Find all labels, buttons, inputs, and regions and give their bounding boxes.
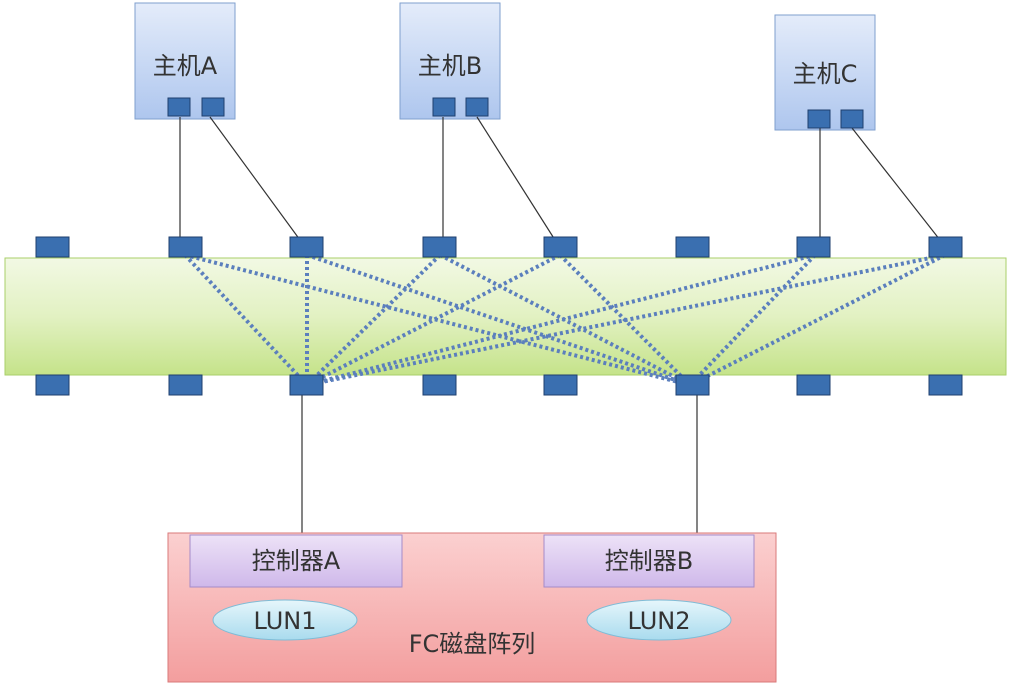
port-icon <box>465 97 489 117</box>
port-icon <box>35 374 70 396</box>
port-icon <box>289 236 324 258</box>
lun1-label: LUN1 <box>254 607 317 635</box>
controller-a-box <box>189 534 403 588</box>
fc-switch-fabric <box>4 257 1007 376</box>
dotted-link <box>688 253 817 387</box>
dotted-link <box>306 253 946 387</box>
host-b-label: 主机B <box>418 52 482 80</box>
port-icon <box>840 109 864 129</box>
link-host-c-2 <box>851 127 941 241</box>
port-icon <box>168 374 203 396</box>
host-a-label: 主机A <box>153 52 218 80</box>
port-icon <box>168 236 203 258</box>
switch-bottom-ports <box>35 374 963 396</box>
controller-b-label: 控制器B <box>605 547 693 575</box>
controller-links <box>301 395 698 535</box>
controller-b-box <box>543 534 755 588</box>
host-links <box>179 116 941 241</box>
port-icon <box>928 236 963 258</box>
host-ports <box>167 97 864 129</box>
port-icon <box>422 236 457 258</box>
lun1-ellipse <box>212 599 358 641</box>
port-icon <box>928 374 963 396</box>
link-host-a-2 <box>209 116 301 241</box>
port-icon <box>796 374 831 396</box>
fc-disk-array: 控制器A 控制器B LUN1 LUN2 FC磁盘阵列 <box>167 532 777 683</box>
port-icon <box>675 236 710 258</box>
lun2-label: LUN2 <box>628 607 691 635</box>
port-icon <box>543 374 578 396</box>
port-icon <box>432 97 456 117</box>
dotted-link <box>306 253 691 387</box>
port-icon <box>675 374 710 396</box>
port-icon <box>543 236 578 258</box>
port-icon <box>422 374 457 396</box>
port-icon <box>796 236 831 258</box>
port-icon <box>167 97 191 117</box>
dotted-link <box>305 253 442 387</box>
controller-a-label: 控制器A <box>252 547 341 575</box>
link-host-b-2 <box>476 116 556 241</box>
fabric-dotted-links <box>183 253 946 387</box>
switch-top-ports <box>35 236 963 258</box>
port-icon <box>201 97 225 117</box>
fc-disk-array-label: FC磁盘阵列 <box>409 630 536 658</box>
port-icon <box>807 109 831 129</box>
port-icon <box>35 236 70 258</box>
lun2-ellipse <box>586 599 732 641</box>
port-icon <box>289 374 324 396</box>
host-c-label: 主机C <box>793 60 858 88</box>
